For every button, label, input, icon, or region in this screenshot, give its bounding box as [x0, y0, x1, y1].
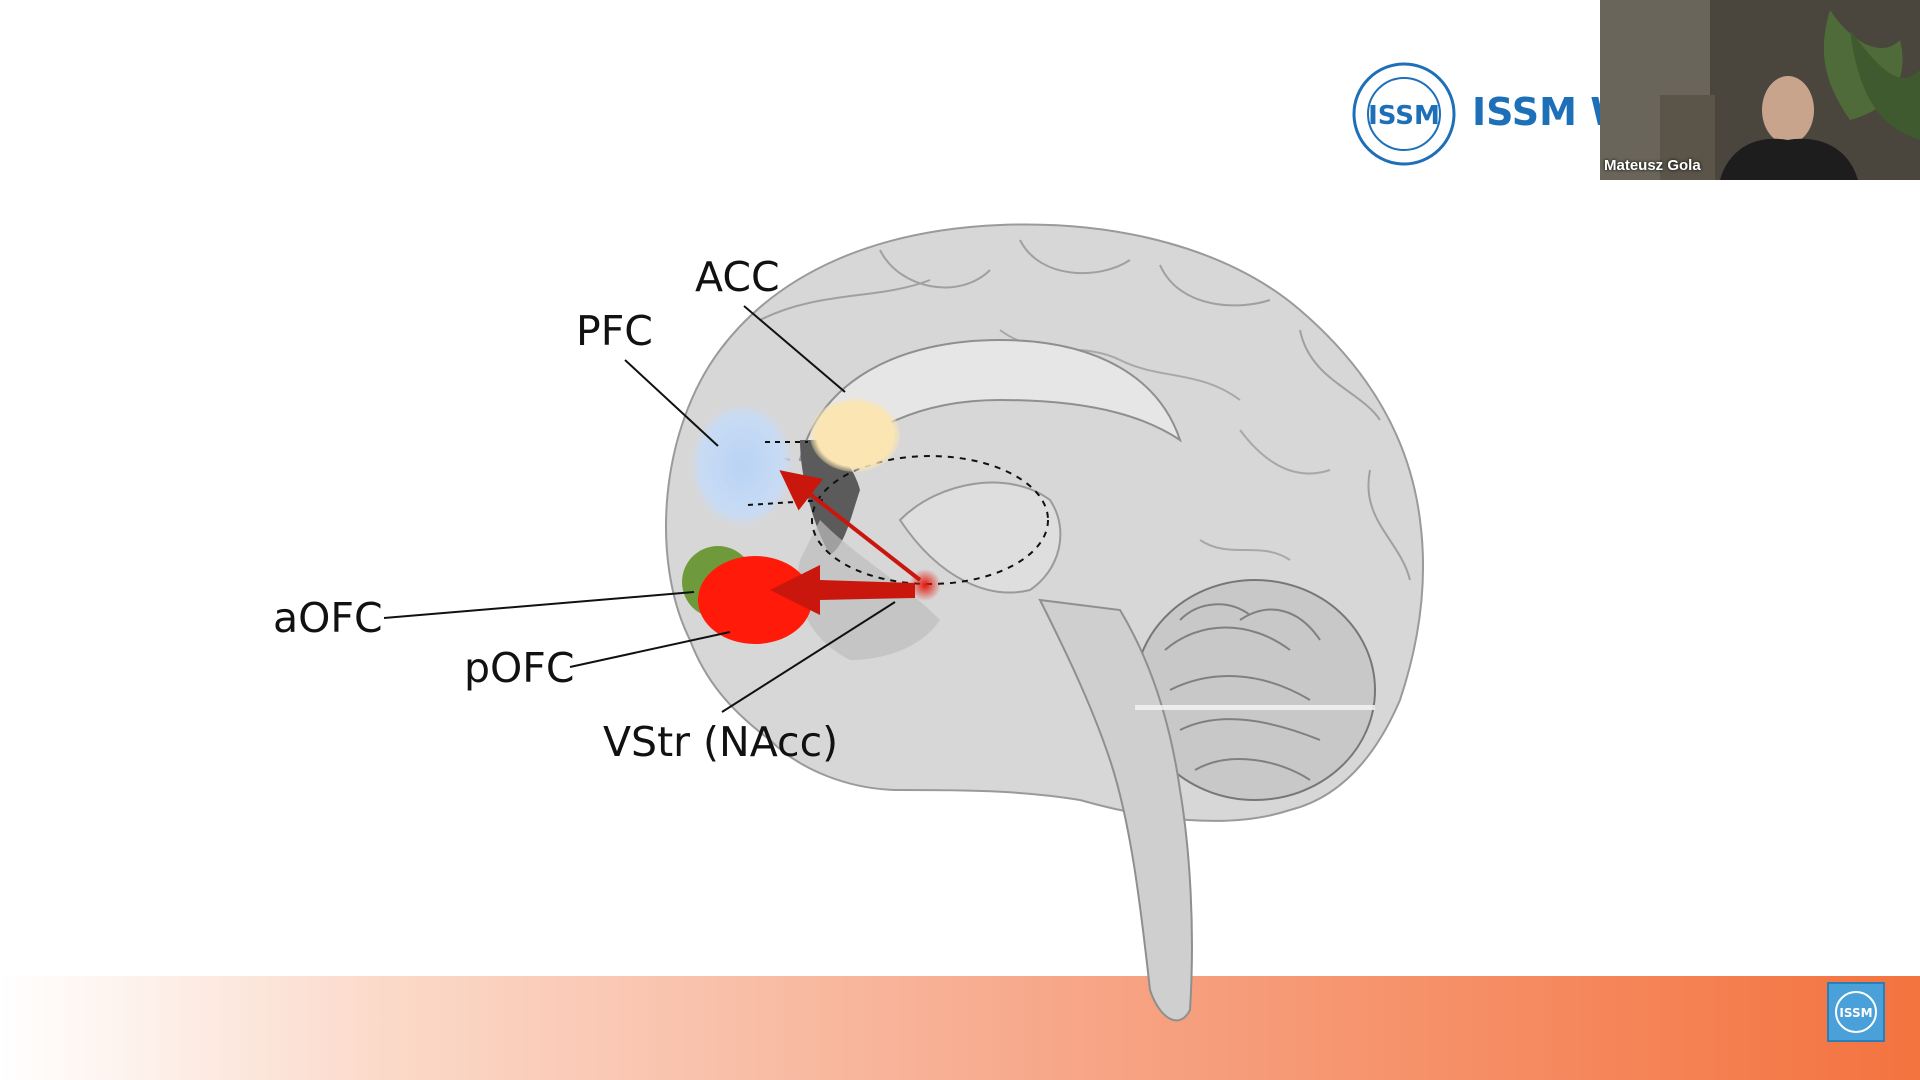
pofc-label: pOFC: [464, 644, 575, 692]
participant-name: Mateusz Gola: [1604, 157, 1701, 174]
highlight-band: [1135, 705, 1375, 710]
issm-logo-text: ISSM: [1368, 101, 1440, 131]
vstr-label: VStr (NAcc): [603, 718, 838, 766]
issm-header-title: ISSM W: [1472, 90, 1600, 134]
participant-video-tile[interactable]: Mateusz Gola: [1600, 0, 1920, 180]
acc-region: [810, 398, 900, 472]
participant-video-feed: [1600, 0, 1920, 180]
aofc-leader-line: [384, 592, 694, 618]
pfc-label: PFC: [576, 307, 653, 355]
issm-logo: ISSM: [1352, 62, 1456, 166]
issm-corner-logo: ISSM: [1827, 982, 1885, 1042]
pfc-region: [690, 403, 794, 527]
issm-corner-logo-mark: ISSM: [1829, 984, 1883, 1040]
aofc-label: aOFC: [273, 594, 383, 642]
issm-corner-logo-text: ISSM: [1839, 1006, 1872, 1020]
acc-label: ACC: [695, 253, 780, 301]
